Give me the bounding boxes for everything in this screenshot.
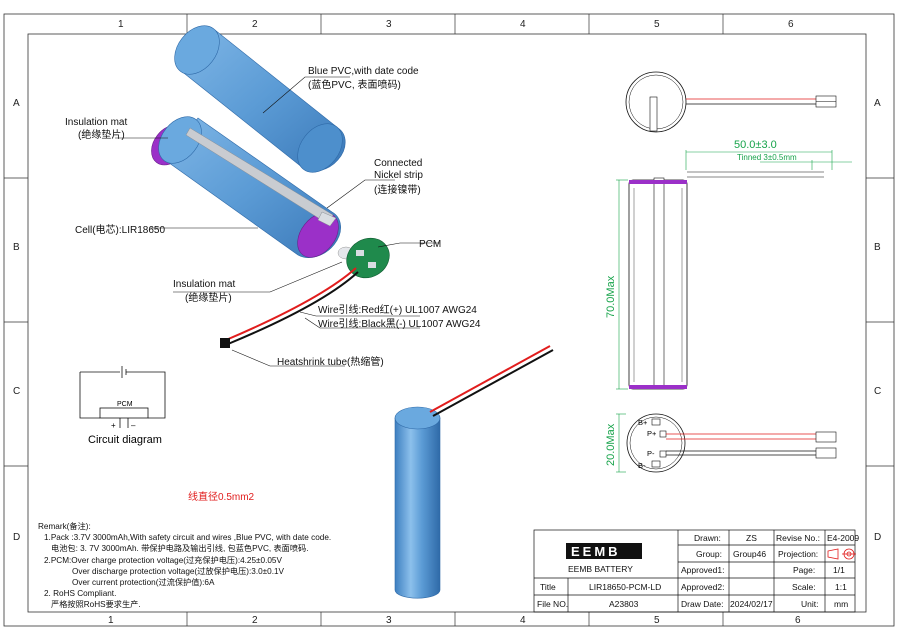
callout-heatshrink: Heatshrink tube(热缩管) (277, 355, 384, 368)
remark-line-7: 严格按照RoHS要求生产. (51, 599, 141, 609)
side-view (628, 171, 824, 390)
zone-row-c-right: C (874, 386, 881, 397)
unit-label: Unit: (801, 599, 818, 609)
callout-nickel-3: (连接镍带) (374, 183, 421, 196)
zone-row-a: A (13, 98, 20, 109)
company-name: EEMB BATTERY (568, 564, 633, 574)
nickel-strip (317, 211, 337, 227)
callout-pvc-1: Blue PVC,with date code (308, 66, 419, 77)
callout-insulation-bottom-1: Insulation mat (173, 279, 235, 290)
circuit-diagram (79, 366, 166, 428)
callout-pvc-2: (蓝色PVC, 表面喷码) (308, 78, 401, 91)
zone-col-3: 3 (386, 19, 392, 30)
zone-row-a-right: A (874, 98, 881, 109)
remark-line-2: 电池包: 3. 7V 3000mAh. 带保护电路及输出引线, 包蓝色PVC, … (51, 543, 309, 553)
zone-col-5-bottom: 5 (654, 615, 660, 626)
remark-line-4: Over discharge protection voltage(过放保护电压… (72, 566, 285, 576)
callout-nickel-1: Connected (374, 158, 422, 169)
pad-b-minus: B- (638, 461, 646, 470)
zone-row-d: D (13, 532, 20, 543)
callout-nickel-2: Nickel strip (374, 170, 423, 181)
callout-wire-black: Wire引线:Black黑(-) UL1007 AWG24 (318, 317, 481, 330)
outer-frame (3, 13, 895, 627)
top-view (625, 71, 837, 133)
cell-lir18650 (158, 116, 341, 258)
dimension-lines (616, 150, 852, 473)
callout-cell: Cell(电芯):LIR18650 (75, 223, 165, 236)
remark-line-3: 2.PCM:Over charge protection voltage(过充保… (44, 555, 282, 565)
pcm-board (346, 237, 390, 279)
remarks: Remark(备注): 1.Pack :3.7V 3000mAh,With sa… (38, 521, 331, 609)
callout-insulation-top-2: (绝缘垫片) (78, 128, 125, 141)
title-value: LIR18650-PCM-LD (589, 582, 661, 592)
scale-label: Scale: (792, 582, 816, 592)
drawn-value: ZS (746, 533, 757, 543)
scale-value: 1:1 (835, 582, 847, 592)
zone-col-4-bottom: 4 (520, 615, 526, 626)
zone-col-5: 5 (654, 19, 660, 30)
logo-text: EEMB (571, 544, 621, 559)
zone-col-4: 4 (520, 19, 526, 30)
fileno-label: File NO. (537, 599, 568, 609)
callout-pcm: PCM (419, 239, 441, 250)
zone-col-6-bottom: 6 (795, 615, 801, 626)
fileno-value: A23803 (609, 599, 639, 609)
projection-symbol-icon (827, 548, 856, 560)
remark-line-6: 2. RoHS Compliant. (44, 589, 116, 598)
dimension-diameter: 20.0Max (605, 423, 617, 466)
drawn-label: Drawn: (694, 533, 721, 543)
page-label: Page: (793, 565, 815, 575)
date-label: Draw Date: (681, 599, 724, 609)
callout-wire-red: Wire引线:Red红(+) UL1007 AWG24 (318, 303, 477, 316)
zone-row-b-right: B (874, 242, 881, 253)
pad-p-minus: P- (647, 449, 655, 458)
assembled-pack (394, 345, 554, 599)
circuit-pad-plus: + (111, 421, 116, 430)
wire-diameter-note: 线直径0.5mm2 (188, 490, 255, 503)
revise-value: E4-2009 (827, 533, 859, 543)
approved1-label: Approved1: (681, 565, 724, 575)
pad-b-plus: B+ (638, 418, 648, 427)
zone-col-1-bottom: 1 (108, 615, 114, 626)
circuit-pad-minus: – (131, 421, 136, 430)
revise-label: Revise No.: (776, 533, 820, 543)
zone-col-2: 2 (252, 19, 258, 30)
eemb-logo: EEMB (566, 543, 642, 559)
callout-insulation-top-1: Insulation mat (65, 117, 127, 128)
zone-row-c: C (13, 386, 20, 397)
projection-label: Projection: (778, 549, 818, 559)
pad-p-plus: P+ (647, 429, 657, 438)
exploded-wires (220, 267, 359, 348)
group-label: Group: (696, 549, 722, 559)
pcm-bottom-view (626, 413, 837, 473)
title-label: Title (540, 582, 556, 592)
callout-insulation-bottom-2: (绝缘垫片) (185, 291, 232, 304)
title-block (533, 529, 856, 613)
zone-row-d-right: D (874, 532, 881, 543)
page-value: 1/1 (833, 565, 845, 575)
circuit-caption: Circuit diagram (88, 434, 162, 446)
dimension-tinned: Tinned 3±0.5mm (737, 153, 797, 162)
dimension-length: 50.0±3.0 (734, 139, 777, 151)
zone-col-2-bottom: 2 (252, 615, 258, 626)
approved2-label: Approved2: (681, 582, 724, 592)
zone-row-b: B (13, 242, 20, 253)
zone-col-1: 1 (118, 19, 124, 30)
group-value: Group46 (733, 549, 766, 559)
remark-line-5: Over current protection(过流保护值):6A (72, 577, 215, 587)
remark-line-1: 1.Pack :3.7V 3000mAh,With safety circuit… (44, 533, 331, 542)
dimension-height: 70.0Max (605, 275, 617, 318)
date-value: 2024/02/17 (730, 599, 773, 609)
zone-col-6: 6 (788, 19, 794, 30)
zone-col-3-bottom: 3 (386, 615, 392, 626)
inner-frame (27, 33, 867, 613)
pvc-sleeve (174, 25, 346, 173)
circuit-pcm-label: PCM (117, 401, 133, 408)
remarks-title: Remark(备注): (38, 521, 91, 531)
unit-value: mm (834, 599, 848, 609)
